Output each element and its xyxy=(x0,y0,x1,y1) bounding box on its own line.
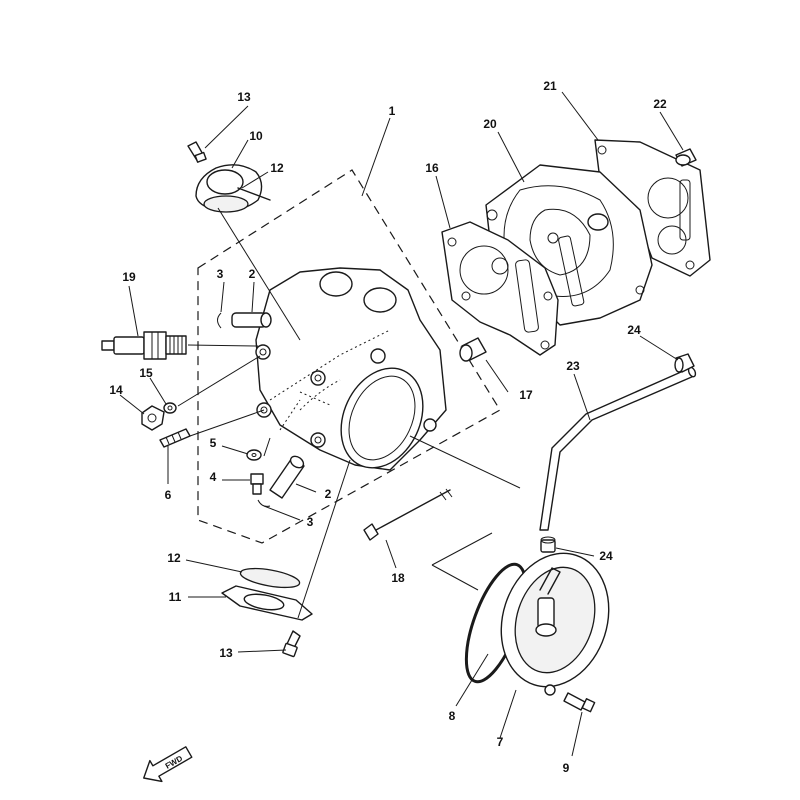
callout-18: 18 xyxy=(391,571,405,585)
alignment-line xyxy=(189,409,265,437)
callout-16: 16 xyxy=(425,161,439,175)
bolt-4 xyxy=(250,473,264,495)
alignment-line xyxy=(431,532,493,591)
o-ring-3-upper xyxy=(217,312,222,329)
cap-24-upper xyxy=(674,353,695,373)
stud-bolt-6 xyxy=(159,428,191,448)
sleeve-2-lower xyxy=(269,455,305,499)
callout-23: 23 xyxy=(566,359,580,373)
callout-3-upper: 3 xyxy=(217,267,224,281)
callout-15: 15 xyxy=(139,366,153,380)
alignment-line xyxy=(217,207,301,341)
cap-24-lower xyxy=(540,536,556,553)
alignment-line xyxy=(409,435,521,489)
callout-10: 10 xyxy=(249,129,263,143)
water-pipe-23 xyxy=(539,366,697,531)
callout-24-lower: 24 xyxy=(599,549,613,563)
spark-plug-19 xyxy=(101,331,259,360)
callout-13-top: 13 xyxy=(237,90,251,104)
callout-4: 4 xyxy=(210,470,217,484)
washer-5 xyxy=(246,449,262,461)
alignment-line xyxy=(177,355,261,407)
bolt-9 xyxy=(563,692,596,713)
callout-12-top: 12 xyxy=(270,161,284,175)
washer-15 xyxy=(163,402,177,414)
callout-5: 5 xyxy=(210,436,217,450)
callout-7: 7 xyxy=(497,735,504,749)
callout-1: 1 xyxy=(389,104,396,118)
gasket-12-top xyxy=(203,195,249,213)
alignment-line xyxy=(297,459,351,619)
assembly-boundary-dashed xyxy=(197,169,501,544)
callout-14: 14 xyxy=(109,383,123,397)
callout-6: 6 xyxy=(165,488,172,502)
bolt-13-lower xyxy=(282,630,301,658)
callout-2-upper: 2 xyxy=(249,267,256,281)
nut-14 xyxy=(141,405,165,431)
callout-11: 11 xyxy=(169,590,182,604)
cover-11 xyxy=(221,585,313,621)
callout-24-upper: 24 xyxy=(627,323,641,337)
cylinder-base-gasket-16 xyxy=(441,221,559,356)
callout-9: 9 xyxy=(563,761,570,775)
housing-7 xyxy=(500,552,610,696)
callout-22: 22 xyxy=(653,97,667,111)
callout-leaders xyxy=(119,91,684,757)
gasket-12-lower xyxy=(239,567,301,589)
callout-13-lower: 13 xyxy=(219,646,233,660)
o-ring-3-lower xyxy=(257,499,271,507)
dowel-pin-22 xyxy=(675,148,697,167)
callout-2-lower: 2 xyxy=(325,487,332,501)
callout-12-lower: 12 xyxy=(167,551,181,565)
callout-8: 8 xyxy=(449,709,456,723)
bolt-13-top xyxy=(187,141,207,163)
fwd-arrow-icon: FWD xyxy=(143,746,193,783)
callout-19: 19 xyxy=(122,270,136,284)
callout-20: 20 xyxy=(483,117,497,131)
dowel-pin-17 xyxy=(459,337,487,362)
sleeve-2-upper xyxy=(231,312,272,328)
callout-3-lower: 3 xyxy=(307,515,314,529)
callout-21: 21 xyxy=(543,79,557,93)
alignment-line xyxy=(263,437,271,457)
callout-17: 17 xyxy=(519,388,533,402)
cylinder-head-1 xyxy=(255,267,447,471)
alignment-line xyxy=(299,391,331,406)
bolt-18 xyxy=(363,488,453,541)
